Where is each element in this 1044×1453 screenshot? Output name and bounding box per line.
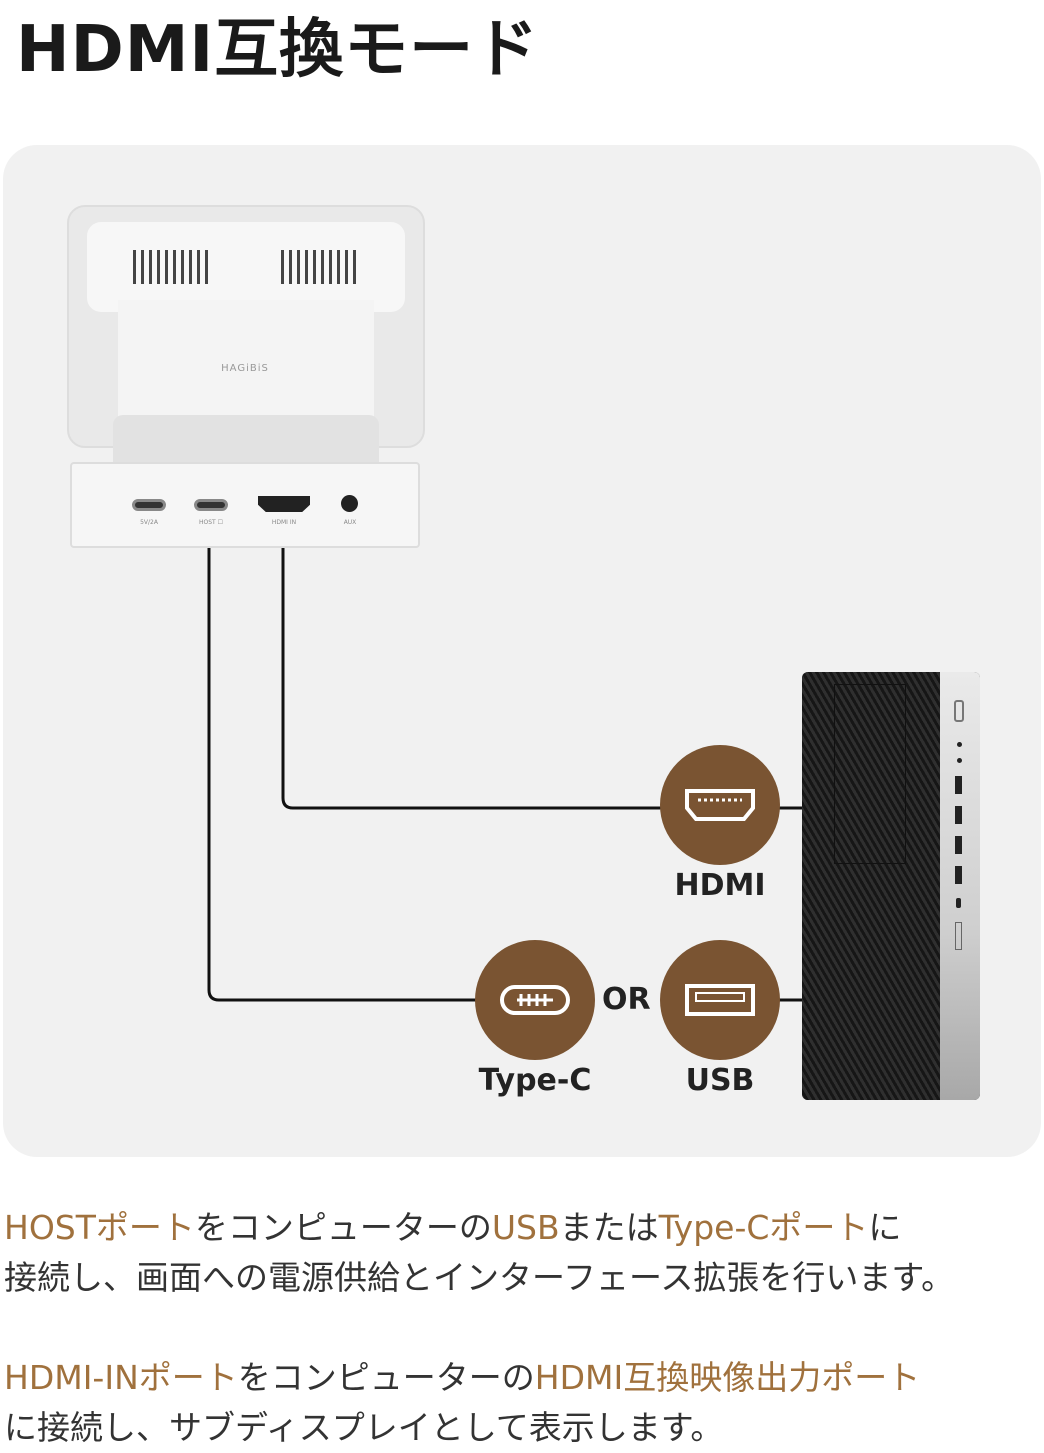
port-label: AUX (343, 519, 357, 526)
usb-label: USB (685, 1063, 755, 1098)
body-text: または (559, 1208, 659, 1247)
usb-connector-icon (660, 940, 780, 1060)
vent-right (281, 250, 359, 284)
paragraph-host: HOSTポートをコンピューターのUSBまたはType-Cポートに 接続し、画面へ… (4, 1203, 954, 1303)
highlight-text: HDMI-INポート (4, 1358, 238, 1397)
or-label: OR (602, 982, 651, 1017)
hdmi-connector-icon (660, 745, 780, 865)
pc-bay (834, 684, 906, 864)
pc-front-grille (802, 672, 940, 1100)
typec-connector-icon (475, 940, 595, 1060)
monitor-foot (113, 415, 379, 463)
port-label: HOST ☐ (199, 519, 223, 526)
highlight-text: USB (491, 1208, 560, 1247)
body-text: 接続し、画面への電源供給とインターフェース拡張を行います。 (4, 1258, 955, 1297)
port-label: HDMI IN (271, 519, 297, 526)
para-line: HOSTポートをコンピューターのUSBまたはType-Cポートに (4, 1203, 954, 1253)
dock-base (70, 462, 420, 548)
body-text: に接続し、サブディスプレイとして表示します。 (4, 1408, 724, 1447)
highlight-text: HDMI互換映像出力ポート (534, 1358, 921, 1397)
paragraph-hdmi: HDMI-INポートをコンピューターのHDMI互換映像出力ポート に接続し、サブ… (4, 1353, 920, 1453)
highlight-text: HOSTポート (4, 1208, 195, 1247)
body-text: をコンピューターの (194, 1208, 492, 1247)
usbc-host-port (194, 499, 228, 511)
body-text: をコンピューターの (237, 1358, 535, 1397)
port-label: 5V/2A (140, 519, 158, 526)
hdmi-in-port (258, 496, 310, 512)
highlight-text: Type-Cポート (658, 1208, 869, 1247)
page-title: HDMI互換モード (16, 13, 540, 87)
desktop-pc (802, 672, 980, 1100)
usbc-power-port (132, 499, 166, 511)
vent-left (133, 250, 211, 284)
para-line: に接続し、サブディスプレイとして表示します。 (4, 1403, 920, 1453)
brand-logo: HAGiBiS (221, 363, 269, 374)
monitor-body (118, 300, 374, 420)
hdmi-label: HDMI (674, 868, 766, 903)
aux-port (341, 495, 358, 512)
typec-label: Type-C (478, 1063, 592, 1098)
hdmi-cable (281, 540, 665, 810)
host-cable (207, 540, 480, 1002)
para-line: 接続し、画面への電源供給とインターフェース拡張を行います。 (4, 1253, 954, 1303)
pc-io-panel (940, 672, 980, 1100)
body-text: に (868, 1208, 902, 1247)
para-line: HDMI-INポートをコンピューターのHDMI互換映像出力ポート (4, 1353, 920, 1403)
